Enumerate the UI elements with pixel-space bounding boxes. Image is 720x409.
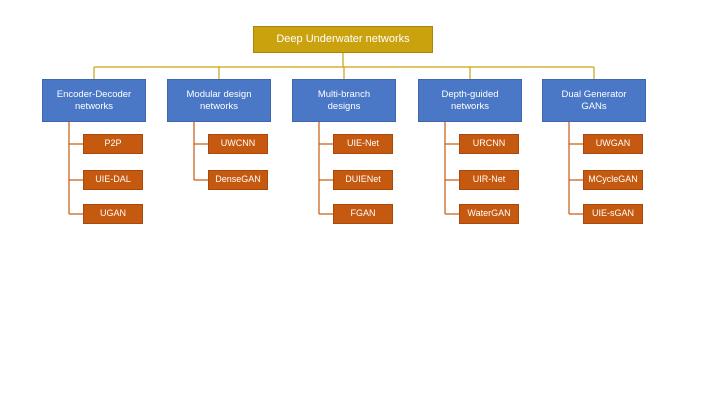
leaf-node: URCNN	[459, 134, 519, 154]
category-node: Depth-guided networks	[418, 79, 522, 122]
leaf-node: DenseGAN	[208, 170, 268, 190]
leaf-node: DUIENet	[333, 170, 393, 190]
leaf-node: WaterGAN	[459, 204, 519, 224]
category-node: Modular design networks	[167, 79, 271, 122]
leaf-node: UIE-DAL	[83, 170, 143, 190]
category-node: Dual Generator GANs	[542, 79, 646, 122]
leaf-node: UIR-Net	[459, 170, 519, 190]
leaf-node: UGAN	[83, 204, 143, 224]
leaf-node: UIE-sGAN	[583, 204, 643, 224]
root-node: Deep Underwater networks	[253, 26, 433, 53]
leaf-node: UIE-Net	[333, 134, 393, 154]
leaf-node: FGAN	[333, 204, 393, 224]
category-node: Multi-branch designs	[292, 79, 396, 122]
category-node: Encoder-Decoder networks	[42, 79, 146, 122]
leaf-node: UWGAN	[583, 134, 643, 154]
leaf-node: MCycleGAN	[583, 170, 643, 190]
leaf-node: UWCNN	[208, 134, 268, 154]
leaf-node: P2P	[83, 134, 143, 154]
